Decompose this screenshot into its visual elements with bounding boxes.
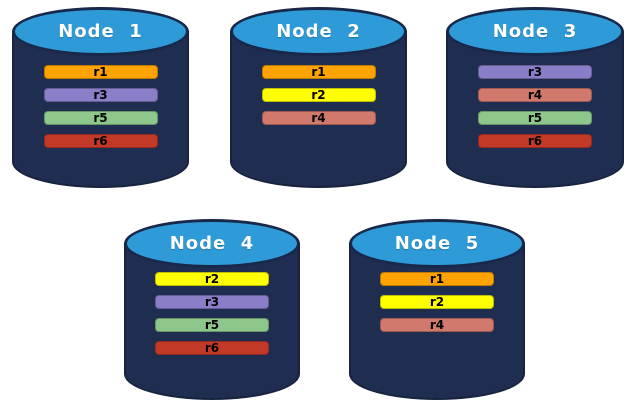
replica-bar-r1: r1 (43, 65, 158, 79)
replica-bar-r3: r3 (155, 295, 269, 309)
replica-bar-r1: r1 (261, 65, 376, 79)
replica-list: r3 r4 r5 r6 (446, 65, 624, 148)
replica-list: r1 r3 r5 r6 (12, 65, 189, 148)
replica-bar-r6: r6 (478, 134, 592, 148)
node-1-cylinder-top: Node 1 (12, 7, 189, 56)
replica-bar-r5: r5 (43, 111, 158, 125)
node-5-cylinder: Node 5 r1 r2 r4 (349, 219, 525, 400)
node-5-label: Node 5 (394, 233, 480, 254)
replica-bar-r4: r4 (478, 88, 592, 102)
node-1-cylinder-body (12, 31, 189, 188)
node-4-label: Node 4 (169, 233, 255, 254)
replica-bar-r1: r1 (380, 272, 494, 286)
node-4-cylinder: Node 4 r2 r3 r5 r6 (124, 219, 300, 400)
replica-bar-r6: r6 (43, 134, 158, 148)
replica-list: r2 r3 r5 r6 (124, 272, 300, 355)
replica-list: r1 r2 r4 (349, 272, 525, 332)
replica-bar-r5: r5 (478, 111, 592, 125)
node-4-cylinder-top: Node 4 (124, 219, 300, 268)
replica-bar-r2: r2 (155, 272, 269, 286)
node-3-label: Node 3 (492, 21, 578, 42)
replica-list: r1 r2 r4 (230, 65, 407, 125)
replica-bar-r6: r6 (155, 341, 269, 355)
replica-bar-r2: r2 (380, 295, 494, 309)
node-2-cylinder-top: Node 2 (230, 7, 407, 56)
node-2-label: Node 2 (276, 21, 361, 42)
node-2-cylinder: Node 2 r1 r2 r4 (230, 7, 407, 188)
node-1-label: Node 1 (58, 21, 143, 42)
node-5-cylinder-top: Node 5 (349, 219, 525, 268)
node-1-cylinder: Node 1 r1 r3 r5 r6 (12, 7, 189, 188)
node-2-cylinder-body (230, 31, 407, 188)
replica-bar-r4: r4 (261, 111, 376, 125)
node-3-cylinder-body (446, 31, 624, 188)
node-3-cylinder-top: Node 3 (446, 7, 624, 56)
replica-bar-r3: r3 (478, 65, 592, 79)
replica-bar-r5: r5 (155, 318, 269, 332)
replica-bar-r3: r3 (43, 88, 158, 102)
node-3-cylinder: Node 3 r3 r4 r5 r6 (446, 7, 624, 188)
replica-bar-r4: r4 (380, 318, 494, 332)
replica-bar-r2: r2 (261, 88, 376, 102)
